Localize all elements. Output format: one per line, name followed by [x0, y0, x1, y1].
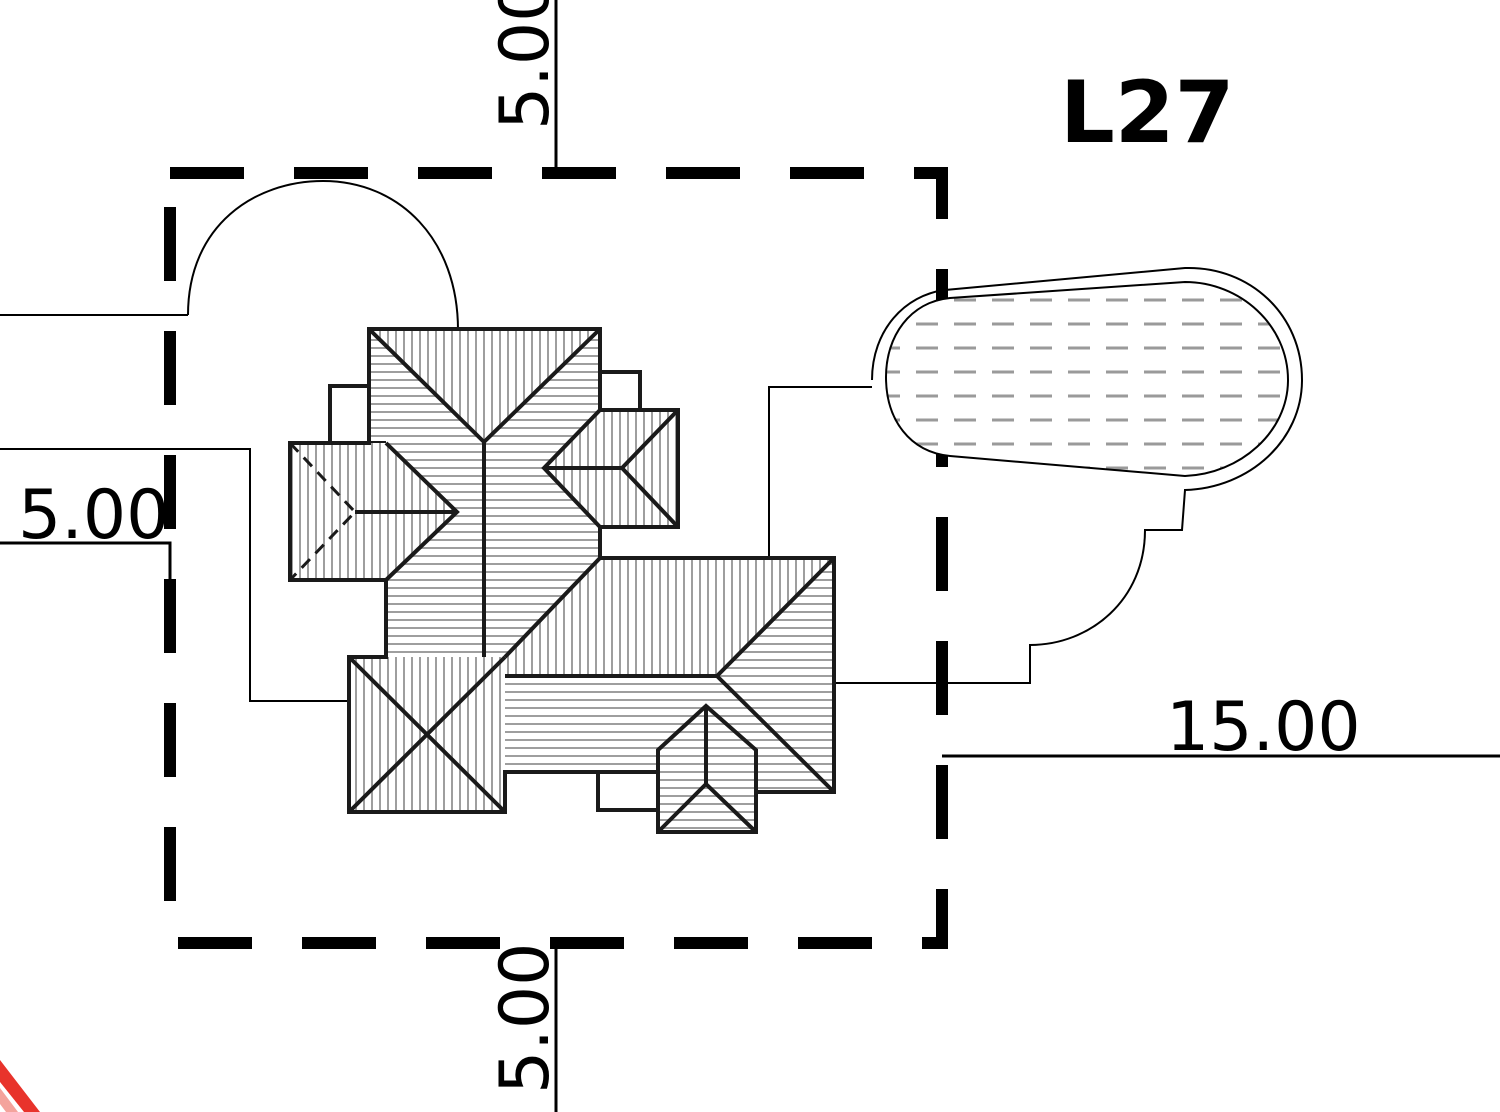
corner-marker [0, 1060, 40, 1112]
setback-bottom-label: 5.00 [486, 943, 565, 1094]
pool-deck [834, 266, 1304, 684]
building-envelope [164, 167, 948, 949]
pool-path [768, 386, 872, 558]
entry-arc [187, 179, 459, 331]
lot-number: L27 [1060, 63, 1234, 163]
pool [884, 280, 1290, 478]
setback-left-label: 5.00 [18, 476, 169, 555]
setback-right-label: 15.00 [1166, 688, 1361, 767]
house-roof-plan [288, 327, 836, 834]
setback-top-label: 5.00 [486, 0, 565, 130]
